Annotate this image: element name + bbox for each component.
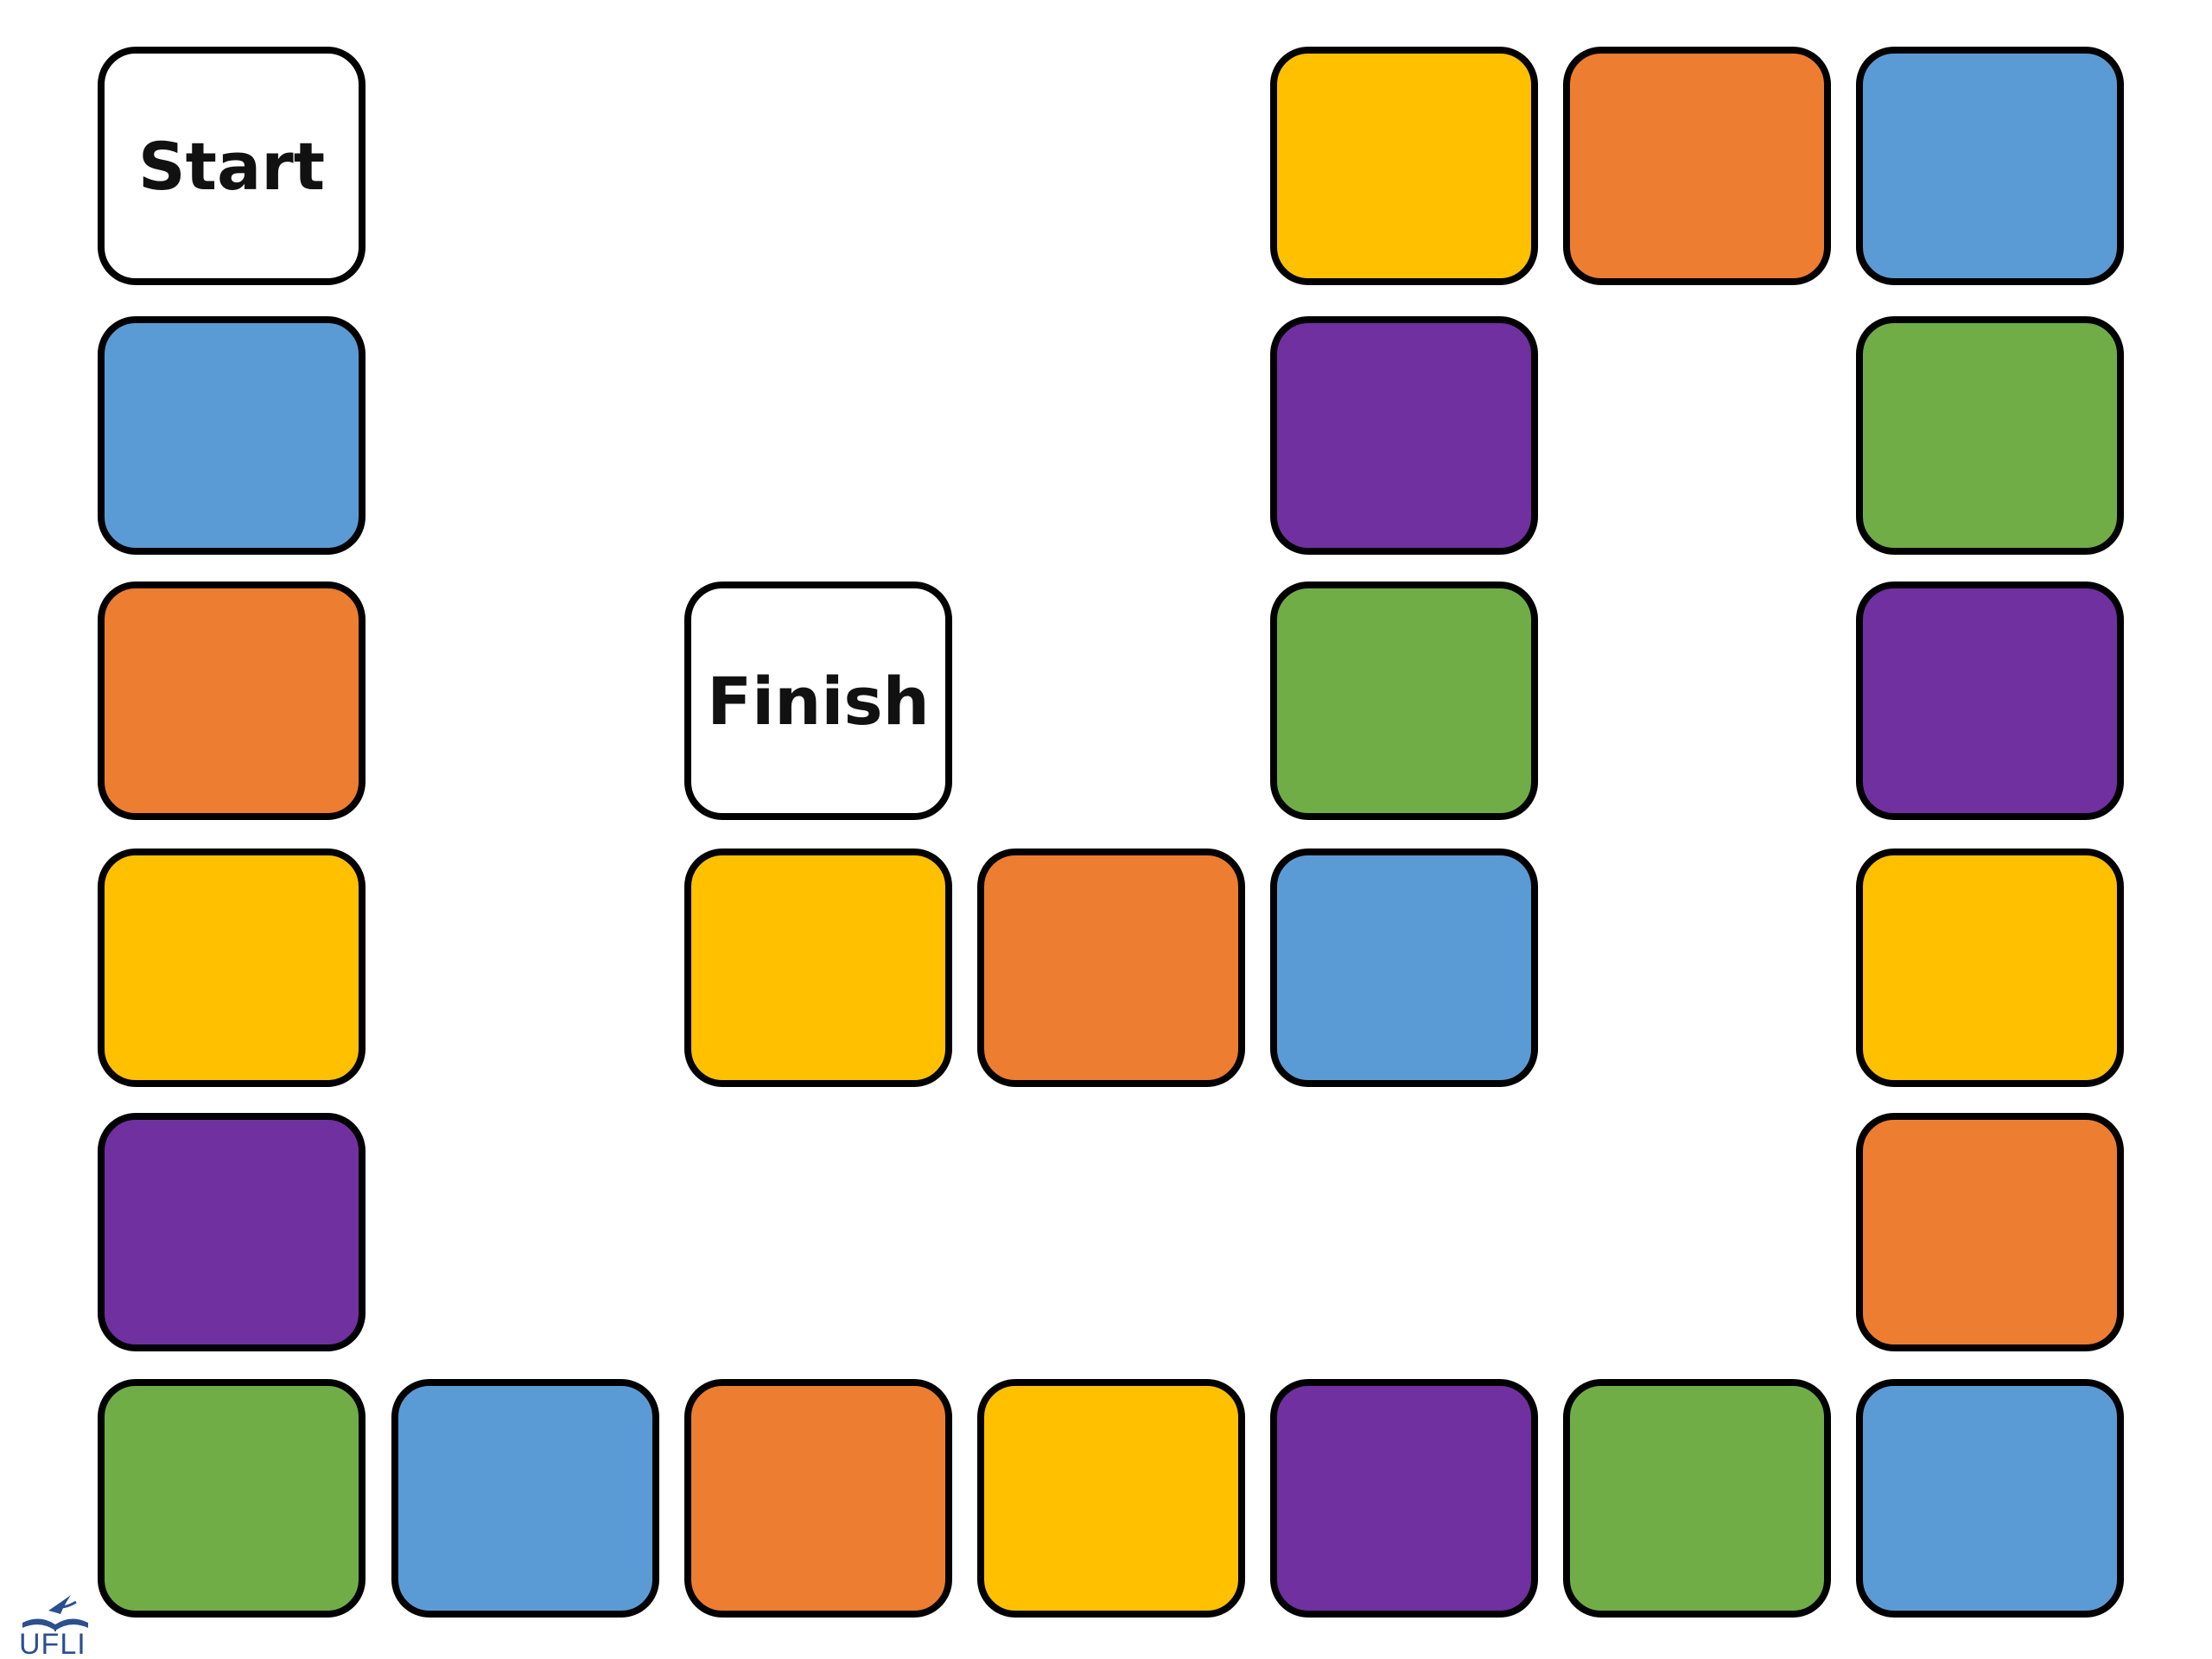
board-space-9[interactable]	[977, 1379, 1245, 1618]
board-space-10[interactable]	[1270, 1379, 1538, 1618]
board-space-3[interactable]	[98, 582, 365, 820]
board-space-5[interactable]	[98, 1113, 365, 1351]
board-space-13[interactable]	[1856, 1113, 2124, 1351]
board-space-23[interactable]	[977, 849, 1245, 1087]
board-space-8[interactable]	[684, 1379, 952, 1618]
ufli-logo-text: UFLI	[19, 1628, 86, 1659]
board-space-6[interactable]	[98, 1379, 365, 1618]
board-space-19[interactable]	[1270, 47, 1538, 285]
board-space-12[interactable]	[1856, 1379, 2124, 1618]
board-space-17[interactable]	[1856, 47, 2124, 285]
start-space[interactable]: Start	[98, 47, 365, 285]
board-space-11[interactable]	[1563, 1379, 1831, 1618]
board-space-14[interactable]	[1856, 849, 2124, 1087]
board-space-7[interactable]	[391, 1379, 659, 1618]
board-space-24[interactable]	[684, 849, 952, 1087]
board-space-15[interactable]	[1856, 582, 2124, 820]
board-space-20[interactable]	[1270, 316, 1538, 555]
finish-space[interactable]: Finish	[684, 582, 952, 820]
board-space-16[interactable]	[1856, 316, 2124, 555]
board-space-22[interactable]	[1270, 849, 1538, 1087]
board-space-2[interactable]	[98, 316, 365, 555]
open-book-bird-icon	[22, 1595, 88, 1631]
board-space-4[interactable]	[98, 849, 365, 1087]
board-space-18[interactable]	[1563, 47, 1831, 285]
board-space-21[interactable]	[1270, 582, 1538, 820]
